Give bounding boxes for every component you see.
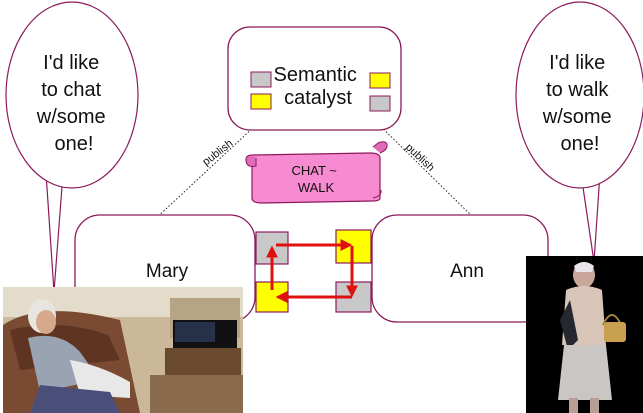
publish-line-right — [365, 111, 479, 223]
catalyst-title-line: Semantic — [274, 64, 357, 86]
catalyst-token-yellow — [369, 72, 391, 89]
bubble-left-line: w/some — [36, 106, 106, 128]
publish-label-left: publish — [200, 137, 235, 168]
speech-bubble-right: I'd like to walk w/some one! — [515, 1, 643, 263]
bubble-right-line: I'd like — [549, 52, 605, 74]
bubble-right-line: to walk — [546, 79, 609, 101]
bubble-left-line: to chat — [41, 79, 101, 101]
catalyst-token-yellow — [250, 93, 272, 110]
bubble-right-line: w/some — [542, 106, 612, 128]
bubble-left-line: I'd like — [43, 52, 99, 74]
bubble-right-line: one! — [561, 133, 600, 155]
node-mary-label: Mary — [146, 261, 189, 282]
node-ann: Ann — [371, 214, 549, 323]
speech-bubble-left: I'd like to chat w/some one! — [5, 1, 139, 293]
photo-elderly-woman-standing — [526, 256, 643, 413]
scroll-line: WALK — [298, 180, 335, 195]
bubble-left-line: one! — [55, 133, 94, 155]
svg-text:Semantic catalyst: Semantic catalyst — [274, 64, 363, 109]
chat-walk-scroll: CHAT ~ WALK — [245, 141, 388, 204]
catalyst-token-gray — [369, 95, 391, 112]
svg-text:I'd like to walk w: I'd like to walk w/some one! — [542, 52, 617, 155]
svg-text:CHAT ~ WALK: CHAT ~ WALK — [291, 163, 340, 195]
svg-text:I'd like to chat w: I'd like to chat w/some one! — [36, 52, 111, 155]
node-ann-label: Ann — [450, 261, 484, 282]
catalyst-title-line: catalyst — [284, 87, 352, 109]
catalyst-token-gray — [250, 71, 272, 88]
exchange-arrows — [266, 239, 358, 303]
publish-line-left — [151, 109, 273, 223]
photo-elderly-woman-sitting — [3, 287, 243, 413]
semantic-catalyst-box: Semantic catalyst — [227, 26, 402, 131]
scroll-line: CHAT ~ — [291, 163, 337, 178]
publish-label-right: publish — [403, 141, 437, 174]
